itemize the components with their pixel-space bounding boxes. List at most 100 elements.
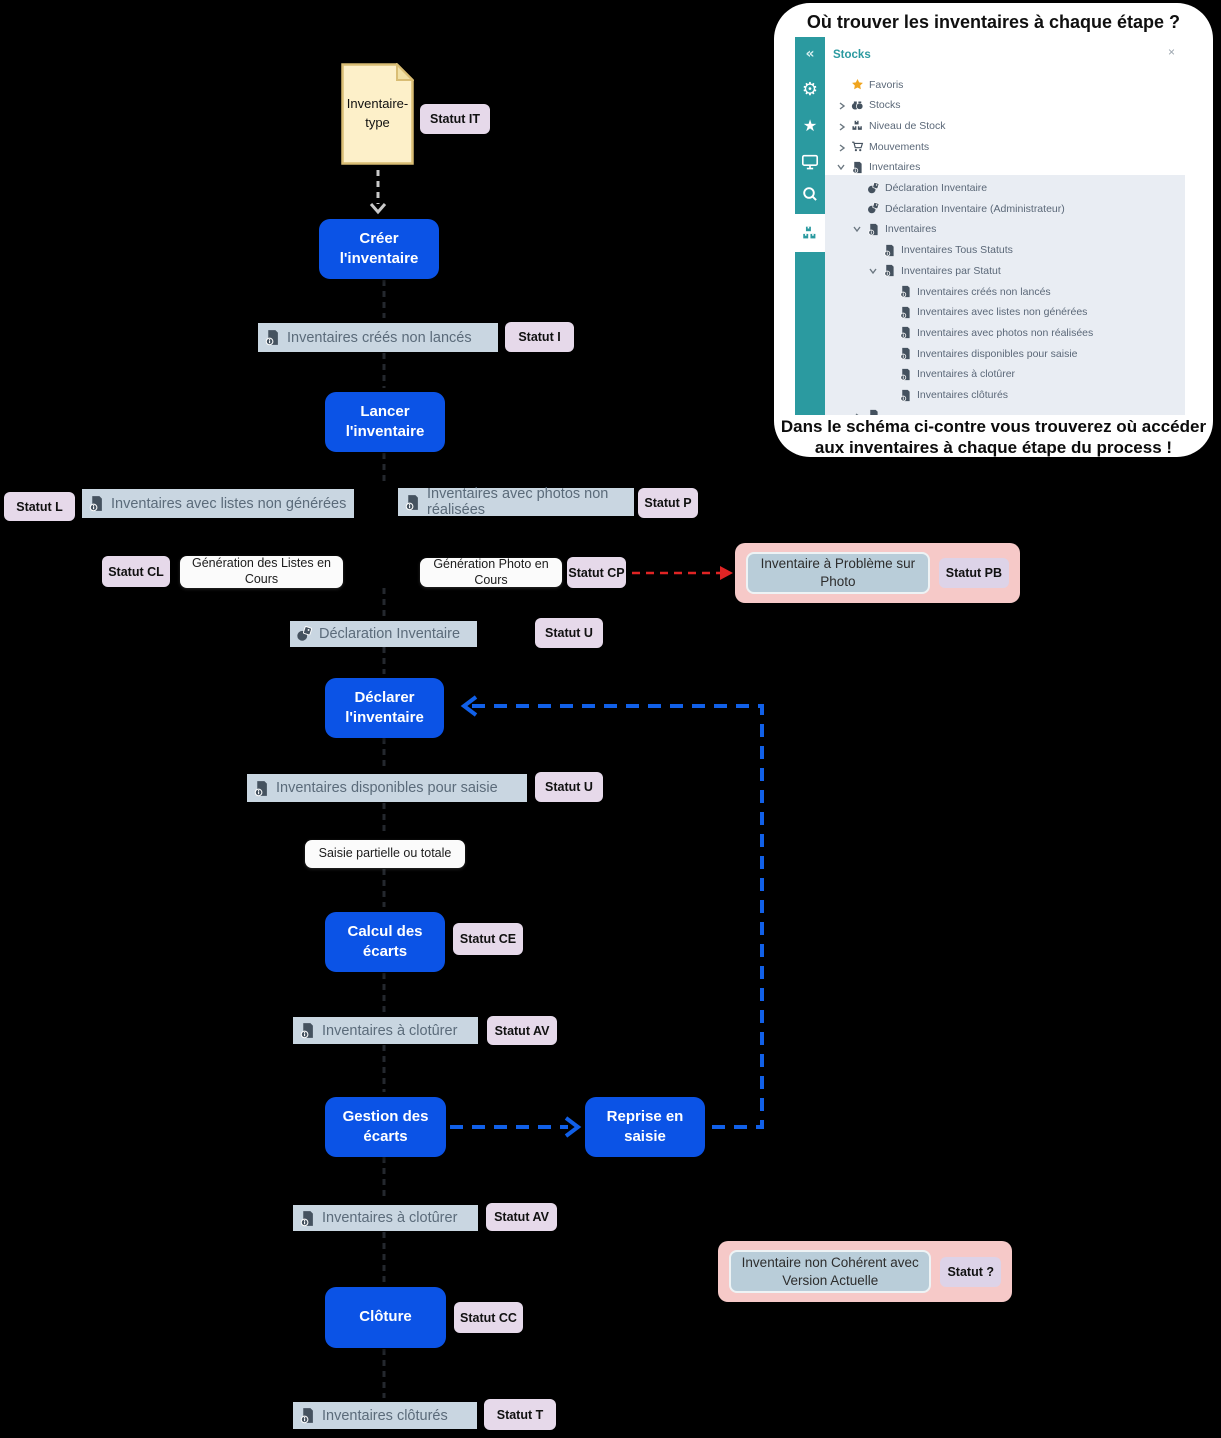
queue-label: Inventaires à clotûrer: [322, 1022, 458, 1039]
action-creer-l-inventaire[interactable]: Créer l'inventaire: [319, 219, 439, 279]
queue-inventaires-a-cloturer[interactable]: Inventaires à clotûrer: [293, 1205, 478, 1231]
queue-label: Inventaires disponibles pour saisie: [276, 780, 498, 796]
tree-item-label: Inventaires disponibles pour saisie: [917, 347, 1078, 360]
action-cloture[interactable]: Clôture: [325, 1287, 446, 1348]
badge-statut-u: Statut U: [535, 772, 603, 802]
document-info-icon: [299, 1022, 316, 1039]
queue-declaration-inventaire[interactable]: Déclaration Inventaire: [290, 621, 477, 647]
chevron-right-icon[interactable]: [838, 101, 846, 110]
action-calcul-des-ecarts[interactable]: Calcul des écarts: [325, 912, 445, 972]
star-icon[interactable]: ★: [802, 115, 818, 135]
tree-item-declaration-inventaire-administrateur[interactable]: Déclaration Inventaire (Administrateur): [854, 198, 1065, 219]
tree-item-inventaires-tous-statuts[interactable]: Inventaires Tous Statuts: [870, 240, 1013, 261]
doc-icon: [899, 326, 912, 339]
tree-item-label: Inventaires: [885, 223, 937, 236]
note-inventaire-type: Inventaire- type: [341, 63, 414, 165]
tree-item-label: Inventaires avec photos non réalisées: [917, 326, 1094, 339]
action-declarer-l-inventaire[interactable]: Déclarer l'inventaire: [325, 678, 444, 738]
stock-levels-icon[interactable]: [795, 214, 825, 252]
queue-inventaires-disponibles-pour-saisie[interactable]: Inventaires disponibles pour saisie: [247, 774, 527, 802]
menu-header: Stocks ×: [833, 45, 1181, 61]
star-icon: [851, 78, 864, 91]
doc-icon: [883, 244, 896, 257]
info-panel: Où trouver les inventaires à chaque étap…: [774, 3, 1213, 457]
badge-statut-ce: Statut CE: [453, 923, 523, 955]
chevron-down-icon[interactable]: [853, 225, 862, 233]
process-saisie-partielle-ou-totale: Saisie partielle ou totale: [305, 840, 465, 868]
tree-item-inventaires-clotures[interactable]: Inventaires clôturés: [886, 385, 1008, 406]
action-gestion-des-ecarts[interactable]: Gestion des écarts: [325, 1097, 446, 1157]
badge-statut-l: Statut L: [4, 492, 75, 521]
tree-item-inventaires-crees-non-lances[interactable]: Inventaires créés non lancés: [886, 281, 1051, 302]
queue-label: Inventaires à clotûrer: [322, 1210, 458, 1226]
badge-statut: Statut ?: [940, 1256, 1001, 1287]
alert-inventaire-non-coherent-avec-version-act: Inventaire non Cohérent avec Version Act…: [718, 1241, 1012, 1302]
doc-icon: [851, 161, 864, 174]
tree-item-label: Inventaires par Statut: [901, 264, 1001, 277]
queue-inventaires-crees-non-lances[interactable]: Inventaires créés non lancés: [258, 323, 498, 352]
alert-label: Inventaire à Problème sur Photo: [746, 552, 930, 594]
tree-item-inventaires[interactable]: Inventaires: [853, 219, 937, 240]
badge-statut-cp: Statut CP: [567, 557, 626, 588]
queue-inventaires-a-cloturer[interactable]: Inventaires à clotûrer: [293, 1017, 478, 1044]
note-shape: [341, 63, 414, 165]
tree-item-inventaires-avec-listes-non-generees[interactable]: Inventaires avec listes non générées: [886, 302, 1087, 323]
badge-statut-av: Statut AV: [487, 1016, 557, 1045]
action-reprise-en-saisie[interactable]: Reprise en saisie: [585, 1097, 705, 1157]
doc-icon: [899, 389, 912, 402]
tree-item-item[interactable]: [854, 405, 885, 415]
document-info-icon: [299, 1407, 316, 1424]
process-generation-des-listes-en-cours: Génération des Listes en Cours: [180, 556, 343, 588]
tree-item-label: Déclaration Inventaire: [885, 182, 988, 194]
action-lancer-l-inventaire[interactable]: Lancer l'inventaire: [325, 392, 445, 452]
tree-item-inventaires-a-cloturer[interactable]: Inventaires à clotûrer: [886, 364, 1015, 385]
document-info-icon: [88, 495, 105, 512]
monitor-icon[interactable]: [795, 147, 825, 177]
chevron-right-icon[interactable]: [854, 412, 862, 415]
tree-item-label: Inventaires avec listes non générées: [917, 306, 1088, 319]
queue-inventaires-clotures[interactable]: Inventaires clôturés: [293, 1402, 477, 1429]
queue-label: Inventaires créés non lancés: [287, 329, 472, 346]
doc-icon: [899, 368, 912, 381]
chevron-right-icon[interactable]: [838, 122, 846, 131]
caption-line: Dans le schéma ci-contre vous trouverez …: [780, 417, 1207, 436]
tree-item-label: Favoris: [869, 78, 904, 91]
tree-item-label: Inventaires créés non lancés: [917, 285, 1051, 298]
chevron-down-icon[interactable]: [869, 267, 878, 275]
tree-item-inventaires-par-statut[interactable]: Inventaires par Statut: [869, 260, 1001, 281]
tree-item-inventaires-disponibles-pour-saisie[interactable]: Inventaires disponibles pour saisie: [886, 343, 1078, 364]
chevron-down-icon[interactable]: [837, 163, 846, 171]
boxes-icon: [851, 119, 864, 132]
tree-item-declaration-inventaire[interactable]: Déclaration Inventaire: [854, 178, 987, 199]
app-sidebar: « ⚙ ★: [795, 37, 825, 415]
panel-caption: Dans le schéma ci-contre vous trouverez …: [774, 416, 1213, 458]
collapse-icon[interactable]: «: [805, 46, 815, 62]
badge-statut-av: Statut AV: [486, 1203, 557, 1231]
tree-item-mouvements[interactable]: Mouvements: [838, 136, 929, 157]
tree-item-label: Inventaires à clotûrer: [917, 368, 1016, 381]
tree-item-niveau-de-stock[interactable]: Niveau de Stock: [838, 115, 945, 136]
menu-title: Stocks: [833, 49, 871, 61]
gear-icon[interactable]: ⚙: [801, 78, 819, 100]
tree-item-label: Mouvements: [869, 140, 930, 153]
note-label: Inventaire- type: [346, 96, 409, 130]
tree-item-inventaires-avec-photos-non-realisees[interactable]: Inventaires avec photos non réalisées: [886, 322, 1093, 343]
document-info-icon: [404, 494, 421, 511]
chevron-right-icon[interactable]: [838, 143, 846, 152]
badge-statut-u: Statut U: [535, 618, 603, 648]
tree-item-label: Stocks: [869, 99, 901, 112]
tree-item-inventaires[interactable]: Inventaires: [837, 157, 920, 178]
badge-statut-cl: Statut CL: [102, 556, 170, 587]
document-info-icon: [299, 1210, 316, 1227]
tree-item-label: Niveau de Stock: [869, 119, 946, 132]
document-info-icon: [253, 780, 270, 797]
queue-inventaires-avec-listes-non-generees[interactable]: Inventaires avec listes non générées: [82, 489, 354, 518]
tree-item-favoris[interactable]: Favoris: [838, 74, 903, 95]
search-icon[interactable]: [795, 179, 825, 209]
caption-line: aux inventaires à chaque étape du proces…: [814, 438, 1173, 457]
close-icon[interactable]: ×: [1167, 45, 1175, 59]
tree-item-stocks[interactable]: Stocks: [838, 95, 901, 116]
queue-inventaires-avec-photos-non-realisees[interactable]: Inventaires avec photos non réalisées: [398, 486, 634, 518]
